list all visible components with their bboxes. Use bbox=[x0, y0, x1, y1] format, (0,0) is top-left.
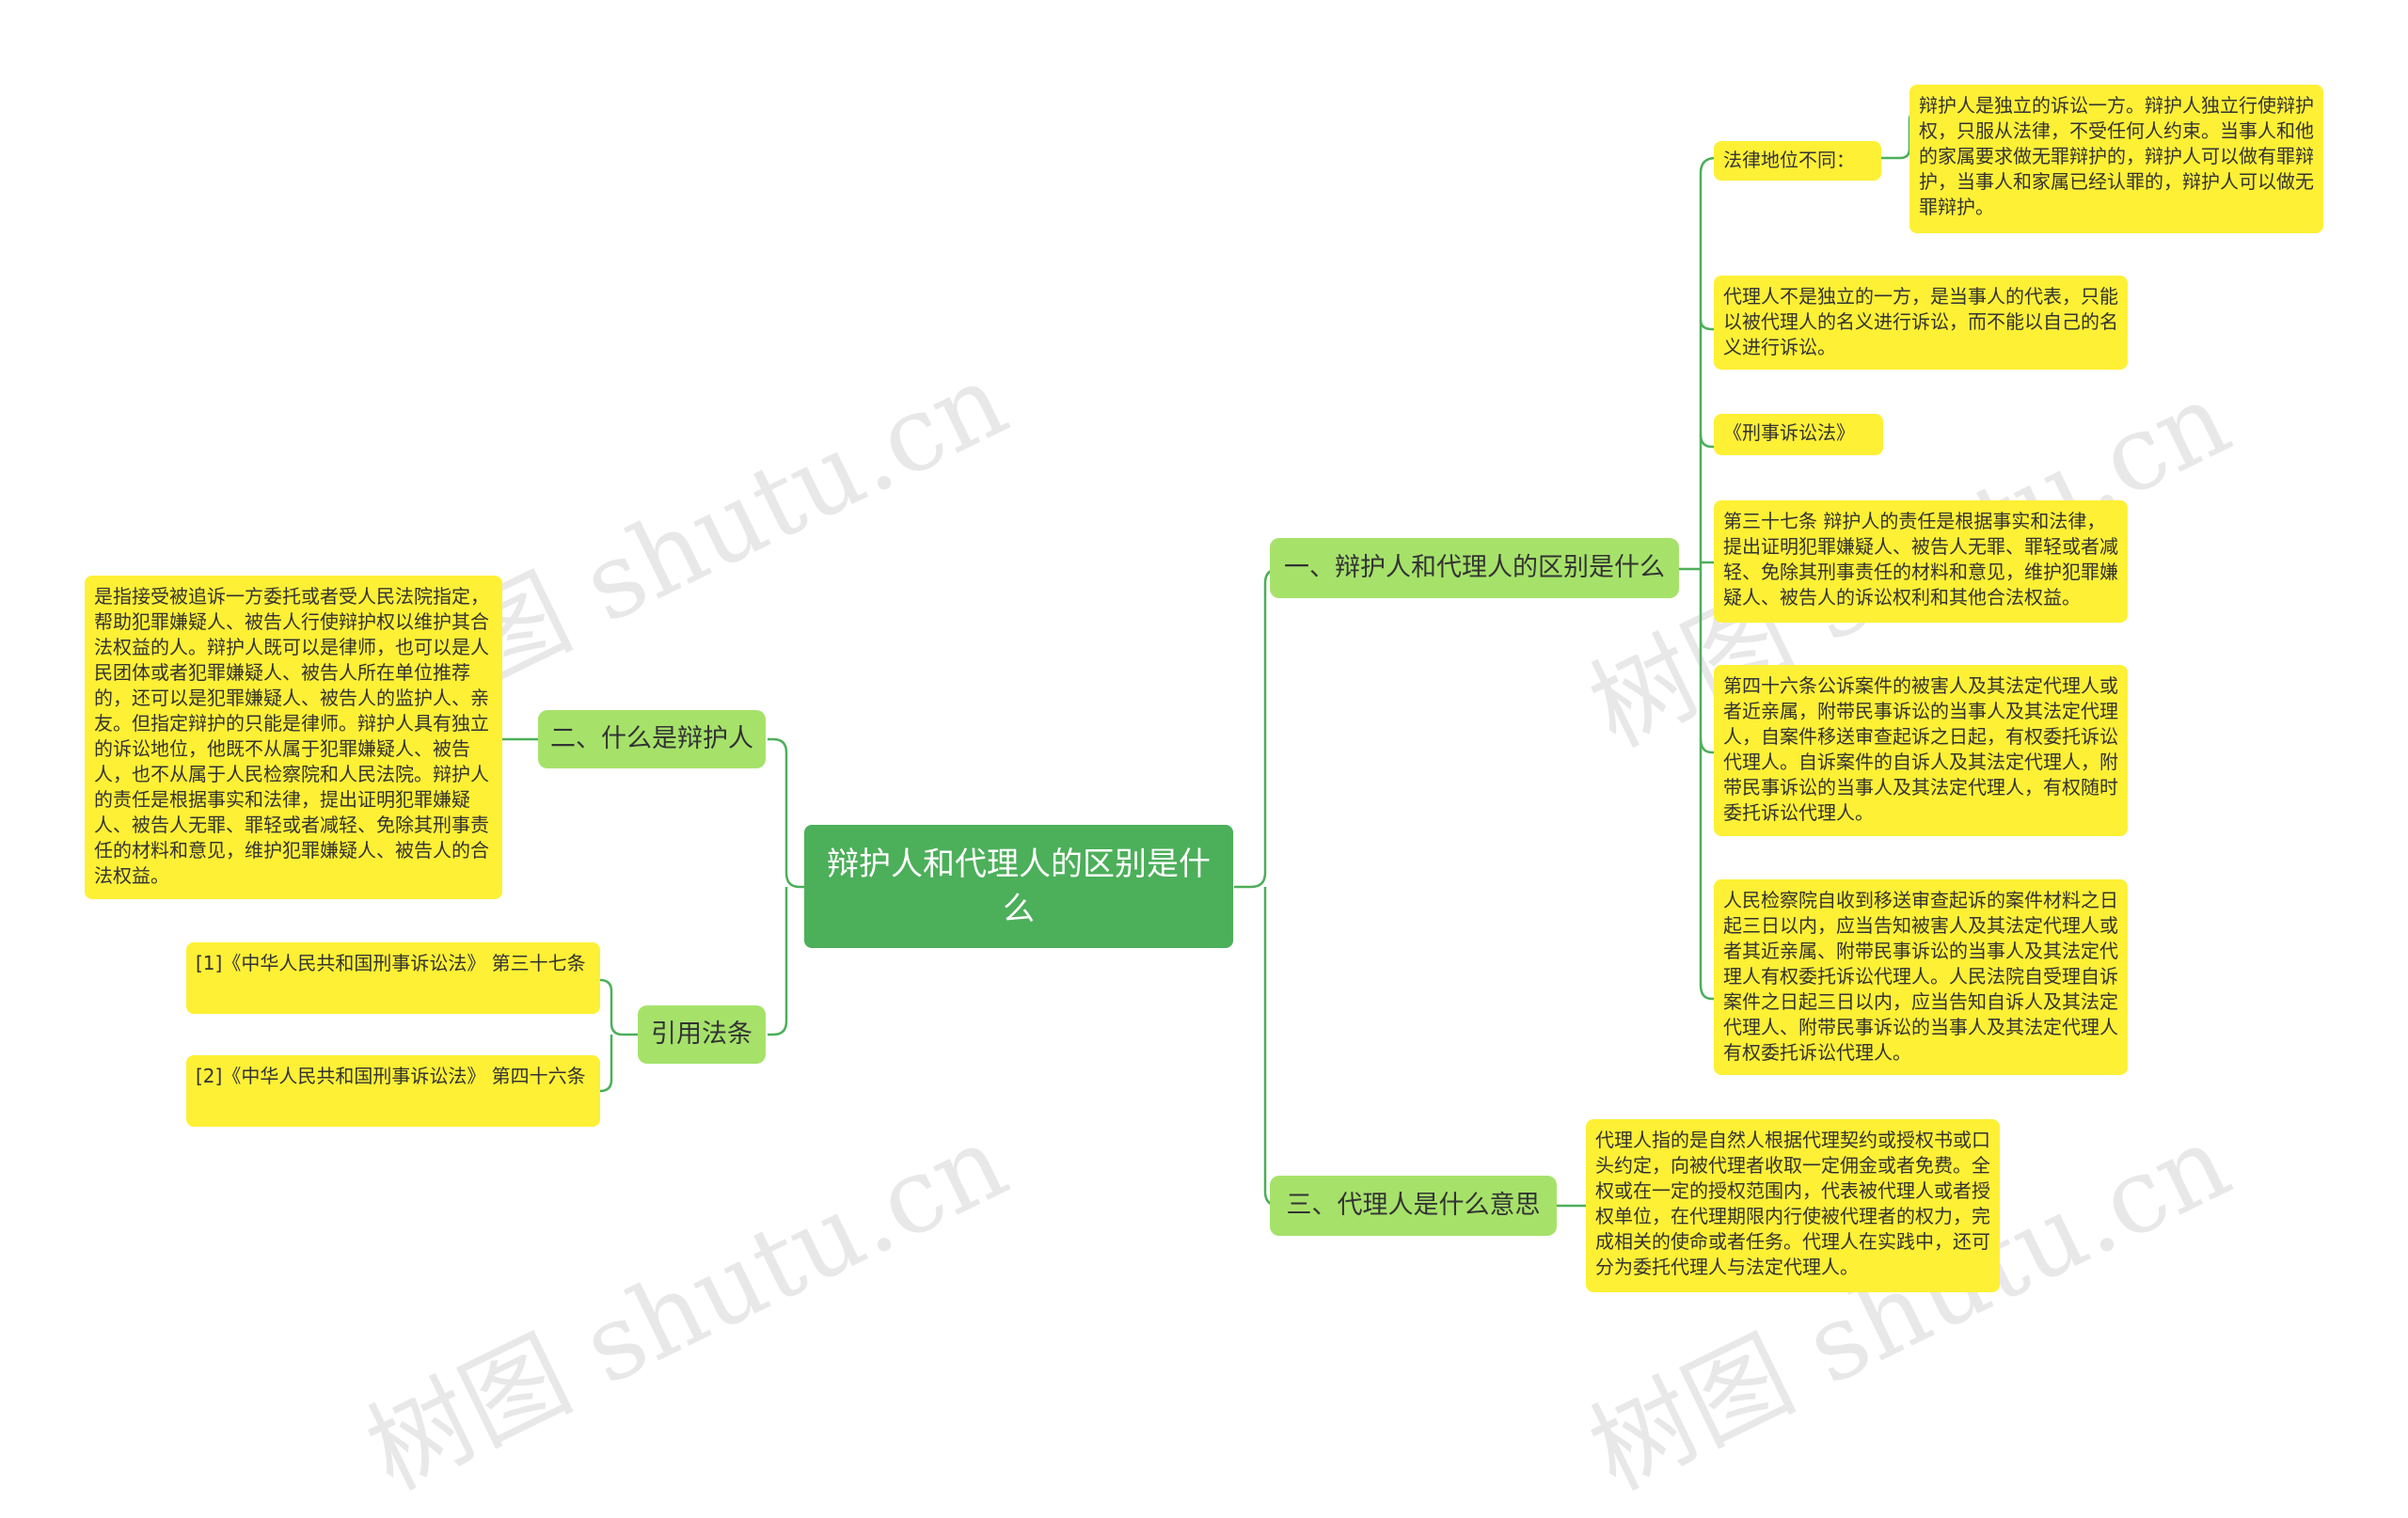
leaf-article-37[interactable]: 第三十七条 辩护人的责任是根据事实和法律，提出证明犯罪嫌疑人、被告人无罪、罪轻或… bbox=[1714, 500, 2128, 623]
branch-label: 三、代理人是什么意思 bbox=[1286, 1191, 1541, 1220]
leaf-procuratorate[interactable]: 人民检察院自收到移送审查起诉的案件材料之日起三日以内，应当告知被害人及其法定代理… bbox=[1714, 879, 2128, 1075]
leaf-text: 辩护人是独立的诉讼一方。辩护人独立行使辩护权，只服从法律，不受任何人约束。当事人… bbox=[1919, 94, 2314, 218]
link-b1-law bbox=[1699, 434, 1723, 449]
leaf-ref-1[interactable]: [1]《中华人民共和国刑事诉讼法》 第三十七条 bbox=[186, 942, 600, 1014]
leaf-text: 第四十六条公诉案件的被害人及其法定代理人或者近亲属，附带民事诉讼的当事人及其法定… bbox=[1723, 674, 2118, 824]
root-label: 辩护人和代理人的区别是什么 bbox=[827, 845, 1211, 928]
leaf-text: 第三十七条 辩护人的责任是根据事实和法律，提出证明犯罪嫌疑人、被告人无罪、罪轻或… bbox=[1723, 510, 2118, 609]
link-b4-ref2 bbox=[598, 1035, 613, 1093]
connector-lines bbox=[502, 109, 1925, 1208]
leaf-agent-meaning[interactable]: 代理人指的是自然人根据代理契约或授权书或口头约定，向被代理者收取一定佣金或者免费… bbox=[1586, 1119, 2000, 1292]
link-root-b1 bbox=[1234, 567, 1291, 889]
leaf-text: 《刑事诉讼法》 bbox=[1723, 421, 1855, 444]
leaf-agent-not-independent[interactable]: 代理人不是独立的一方，是当事人的代表，只能以被代理人的名义进行诉讼，而不能以自己… bbox=[1714, 276, 2128, 370]
link-b1-procuratorate bbox=[1699, 738, 1723, 1001]
branch-differences[interactable]: 一、辩护人和代理人的区别是什么 bbox=[1270, 538, 1679, 598]
link-b4-ref1 bbox=[598, 978, 638, 1036]
leaf-defender-independent[interactable]: 辩护人是独立的诉讼一方。辩护人独立行使辩护权，只服从法律，不受任何人约束。当事人… bbox=[1909, 85, 2323, 233]
mind-map-canvas: 树图 shutu.cn 树图 shutu.cn 树图 shutu.cn 树图 s… bbox=[85, 85, 2323, 1512]
branch-label: 一、辩护人和代理人的区别是什么 bbox=[1284, 553, 1665, 582]
branch-label: 引用法条 bbox=[651, 1020, 752, 1049]
leaf-criminal-procedure-law[interactable]: 《刑事诉讼法》 bbox=[1714, 414, 1883, 455]
link-root-b3 bbox=[1263, 887, 1291, 1208]
branch-label: 二、什么是辩护人 bbox=[550, 724, 753, 753]
branch-cited-laws[interactable]: 引用法条 bbox=[638, 1005, 766, 1064]
leaf-ref-2[interactable]: [2]《中华人民共和国刑事诉讼法》 第四十六条 bbox=[186, 1055, 600, 1127]
leaf-legal-status[interactable]: 法律地位不同： bbox=[1714, 141, 1881, 181]
leaf-text: 法律地位不同： bbox=[1723, 149, 1855, 171]
leaf-text: 代理人指的是自然人根据代理契约或授权书或口头约定，向被代理者收取一定佣金或者免费… bbox=[1595, 1129, 1990, 1278]
leaf-text: 代理人不是独立的一方，是当事人的代表，只能以被代理人的名义进行诉讼，而不能以自己… bbox=[1723, 285, 2118, 358]
root-node[interactable]: 辩护人和代理人的区别是什么 bbox=[804, 825, 1233, 948]
leaf-text: [2]《中华人民共和国刑事诉讼法》 第四十六条 bbox=[196, 1065, 586, 1087]
leaf-text: 是指接受被追诉一方委托或者受人民法院指定，帮助犯罪嫌疑人、被告人行使辩护权以维护… bbox=[94, 585, 489, 887]
leaf-defender-definition[interactable]: 是指接受被追诉一方委托或者受人民法院指定，帮助犯罪嫌疑人、被告人行使辩护权以维护… bbox=[85, 576, 502, 899]
link-root-b4 bbox=[768, 887, 788, 1036]
leaf-text: [1]《中华人民共和国刑事诉讼法》 第三十七条 bbox=[196, 952, 586, 974]
link-b1-agent-not bbox=[1699, 319, 1723, 331]
branch-what-is-defender[interactable]: 二、什么是辩护人 bbox=[538, 710, 766, 768]
link-root-b2 bbox=[768, 737, 816, 889]
leaf-article-46[interactable]: 第四十六条公诉案件的被害人及其法定代理人或者近亲属，附带民事诉讼的当事人及其法定… bbox=[1714, 665, 2128, 836]
branch-agent-meaning[interactable]: 三、代理人是什么意思 bbox=[1270, 1176, 1557, 1236]
leaf-text: 人民检察院自收到移送审查起诉的案件材料之日起三日以内，应当告知被害人及其法定代理… bbox=[1723, 889, 2118, 1064]
